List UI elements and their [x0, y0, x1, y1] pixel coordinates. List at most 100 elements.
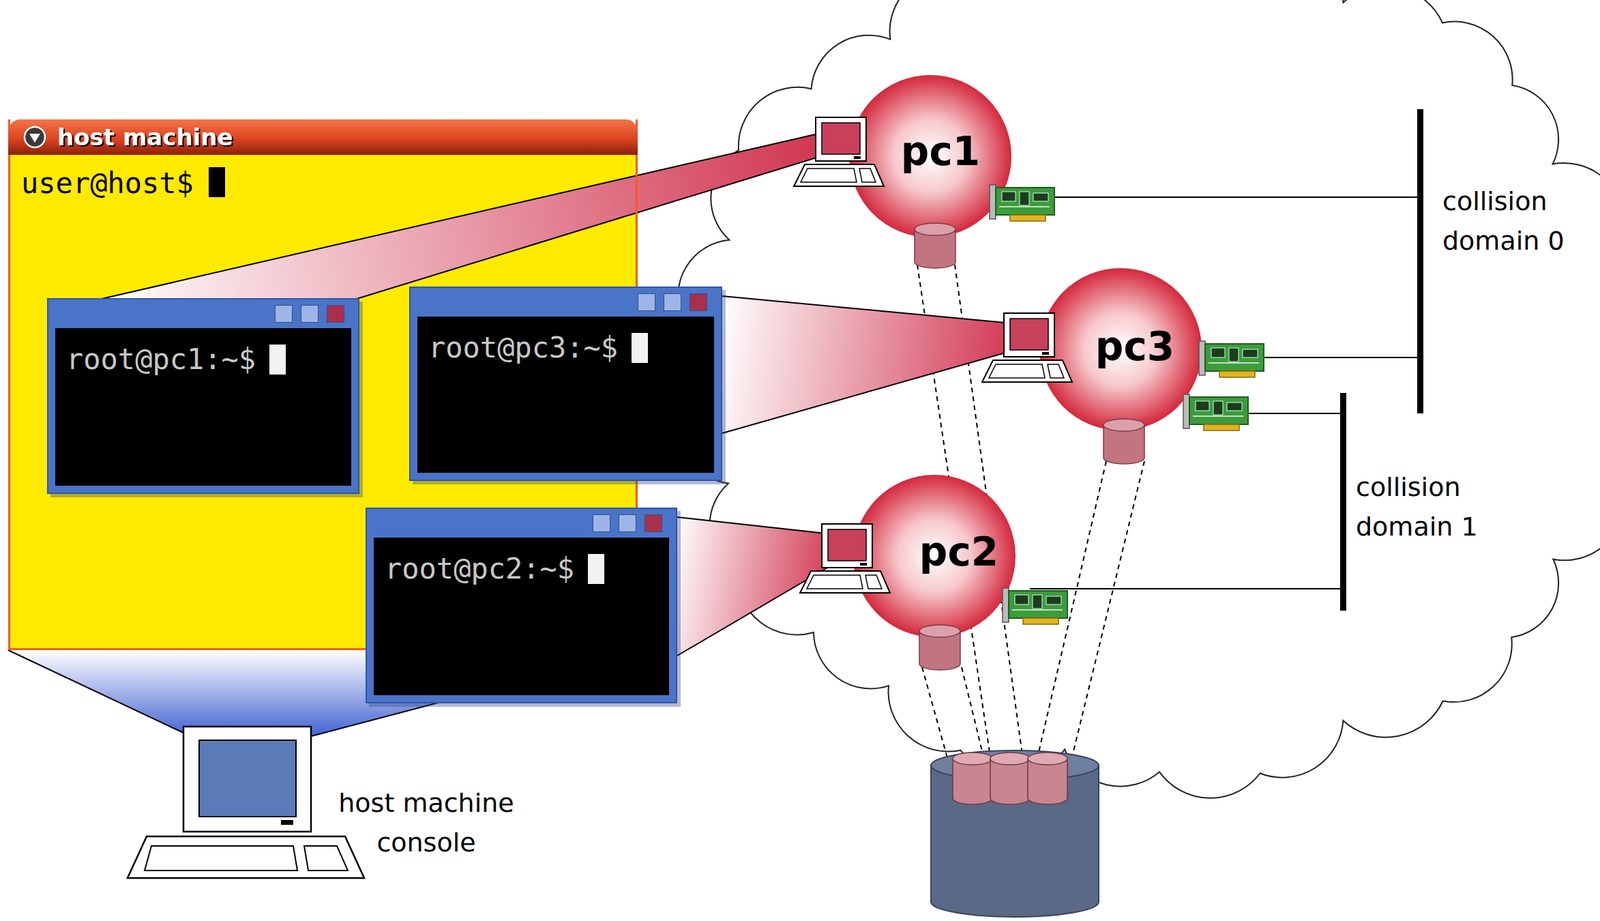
storage-cylinder [930, 750, 1099, 917]
nic-trace [1208, 362, 1259, 364]
node-label: pc1 [900, 131, 981, 172]
nic-pins [1023, 617, 1059, 625]
beam-line [8, 649, 200, 740]
disk-icon [1102, 418, 1146, 466]
image-cylinder [1027, 758, 1068, 805]
keypad [1047, 364, 1064, 378]
nic-chip [1213, 401, 1223, 415]
disk-top [919, 624, 961, 637]
circle-fill [849, 75, 1012, 238]
pc-node: pc3 [1038, 267, 1203, 432]
keypad [865, 574, 882, 589]
window-button [618, 514, 637, 532]
keys [988, 364, 1045, 378]
keyboard [800, 570, 891, 593]
nic-board [1008, 590, 1068, 618]
screen [827, 529, 867, 561]
nic-pins [1219, 371, 1255, 378]
terminal-window: root@pc3:~$ [409, 286, 723, 481]
image-cylinder-top [1027, 752, 1068, 765]
nic-bracket [989, 184, 996, 219]
nic-chip [1019, 191, 1030, 206]
disk-icon [917, 624, 962, 672]
cloud-group [661, 0, 1600, 798]
terminal-body: root@pc1:~$ [55, 328, 352, 486]
monitor [815, 117, 867, 161]
nic-trace [1012, 609, 1063, 611]
network-card [1002, 586, 1071, 626]
keys [806, 574, 863, 589]
nic-chip [1032, 594, 1043, 609]
circle-fill [1039, 268, 1202, 431]
keys [144, 845, 298, 871]
window-button [592, 514, 611, 532]
shell-prompt: root@pc2:~$ [384, 552, 575, 586]
screen [821, 122, 861, 155]
image-cylinder-top [990, 752, 1030, 765]
network-wire [1023, 196, 1420, 198]
cursor [269, 344, 286, 375]
power-led [1042, 351, 1049, 355]
icon-triangle [29, 133, 41, 143]
terminal-window: root@pc2:~$ [365, 507, 678, 704]
beam-line [722, 295, 1028, 325]
beam-line [722, 346, 1028, 434]
nic-chip [1242, 349, 1258, 358]
window-button [689, 293, 708, 311]
title-bar: host machine [8, 119, 638, 155]
image-cylinder [990, 758, 1030, 805]
network-card [1198, 339, 1268, 379]
screen [199, 739, 296, 817]
nic-board [1205, 343, 1264, 372]
nic-bracket [1183, 394, 1190, 429]
console-computer [127, 726, 365, 878]
keypad [859, 168, 876, 183]
shell-prompt: root@pc1:~$ [66, 343, 256, 376]
beam-fill [722, 295, 1028, 434]
cursor [631, 332, 648, 363]
disk-icon [913, 222, 957, 271]
network-card [1183, 392, 1252, 432]
icon-circle [24, 126, 46, 148]
domain-label: collision domain 1 [1355, 467, 1510, 547]
nic-bracket [1002, 587, 1009, 622]
window-title: host machine [57, 119, 234, 155]
nic-chip [1195, 401, 1210, 411]
computer-icon [797, 521, 893, 596]
disk-top [1103, 418, 1145, 432]
window-button [326, 304, 345, 323]
image-cylinder [952, 758, 993, 805]
terminal-body: root@pc2:~$ [373, 537, 670, 695]
window-button [274, 304, 293, 323]
window-button [637, 293, 656, 311]
terminal-window: root@pc1:~$ [47, 298, 360, 494]
domain-label: collision domain 0 [1442, 181, 1596, 261]
network-wire [1029, 587, 1343, 590]
power-led [860, 562, 867, 566]
node-label: pc2 [919, 531, 999, 572]
cursor [208, 167, 226, 198]
monitor [1003, 313, 1055, 357]
window-button [663, 293, 682, 311]
dashed-link [1065, 461, 1145, 785]
monitor [821, 523, 873, 568]
nic-chip [1211, 347, 1225, 358]
keys [800, 168, 857, 183]
nic-pins [1010, 214, 1046, 221]
collision-domain-bar [1340, 392, 1347, 611]
nic-chip [1001, 191, 1016, 202]
computer-icon [791, 115, 887, 189]
collapse-icon [23, 125, 47, 149]
nic-board [1189, 396, 1249, 425]
cursor [587, 553, 605, 584]
nic-chip [1033, 193, 1049, 202]
window-button [644, 514, 663, 532]
pc-node: pc2 [852, 473, 1017, 638]
disk-top [914, 223, 956, 236]
nic-chip [1014, 594, 1029, 605]
pc-node: pc1 [848, 74, 1013, 239]
nic-board [995, 187, 1055, 215]
nic-chip [1228, 347, 1239, 362]
shell-prompt: root@pc3:~$ [428, 331, 618, 365]
keyboard [982, 360, 1073, 382]
